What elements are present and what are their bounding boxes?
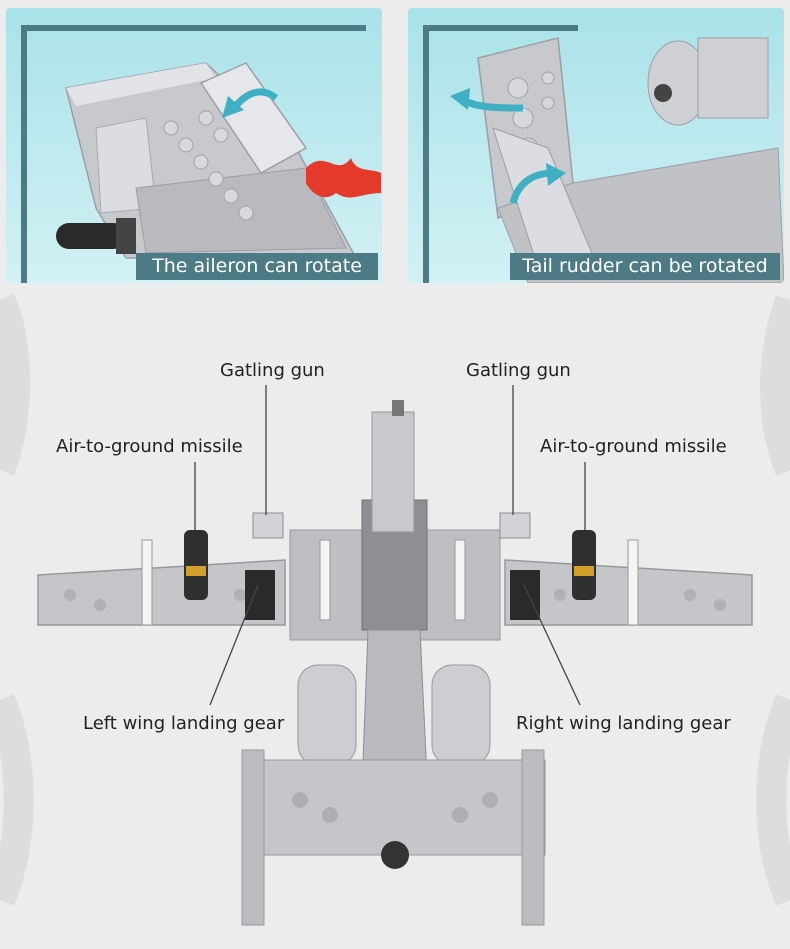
flame-icon	[306, 158, 381, 198]
missile-mount	[116, 218, 136, 254]
label-missile-right: Air-to-ground missile	[540, 436, 727, 457]
label-gatling-gun-left: Gatling gun	[220, 360, 325, 381]
engine-housing	[697, 37, 769, 119]
gatling-gun-right	[499, 512, 531, 539]
nose-tip	[392, 400, 404, 416]
rudder-caption: Tail rudder can be rotated	[510, 253, 780, 280]
left-landing-gear	[245, 570, 275, 620]
wing-top-edge	[66, 63, 216, 106]
tail-exhaust	[381, 841, 409, 869]
label-missile-left: Air-to-ground missile	[56, 436, 243, 457]
right-engine	[431, 664, 491, 766]
aileron-photo-panel: The aileron can rotate	[6, 8, 382, 283]
missile-tip	[56, 223, 126, 249]
label-gatling-gun-right: Gatling gun	[466, 360, 571, 381]
arrow-head-icon	[222, 96, 244, 118]
rudder-illustration	[423, 25, 784, 283]
missile-pod-left	[184, 530, 208, 600]
label-landing-gear-right: Right wing landing gear	[516, 713, 731, 734]
tail-stabilizer	[244, 759, 546, 856]
wing-studs	[64, 589, 726, 611]
callout-lines	[194, 385, 586, 706]
aircraft-model-illustration	[37, 385, 753, 926]
arrow-head-icon	[546, 163, 566, 186]
missile-pod-band-left	[186, 566, 206, 576]
arrow-head-icon	[450, 88, 470, 110]
gatling-gun-left	[252, 512, 284, 539]
missile-pod-band-right	[574, 566, 594, 576]
panel-frame	[423, 25, 578, 283]
left-tail-fin	[241, 749, 265, 926]
engine-nozzle	[654, 84, 672, 102]
missiles	[141, 539, 639, 626]
right-tail-fin	[521, 749, 545, 926]
aileron-illustration	[21, 25, 381, 283]
rudder-photo-panel: Tail rudder can be rotated	[408, 8, 784, 283]
aileron-flap	[199, 62, 308, 174]
wing-studs	[163, 110, 254, 221]
nose-section	[371, 411, 415, 533]
tail-studs	[292, 792, 498, 823]
left-engine	[297, 664, 357, 766]
label-landing-gear-left: Left wing landing gear	[83, 713, 285, 734]
missile-pod-right	[572, 530, 596, 600]
right-landing-gear	[510, 570, 540, 620]
panel-frame	[21, 25, 366, 283]
aileron-caption: The aileron can rotate	[136, 253, 378, 280]
